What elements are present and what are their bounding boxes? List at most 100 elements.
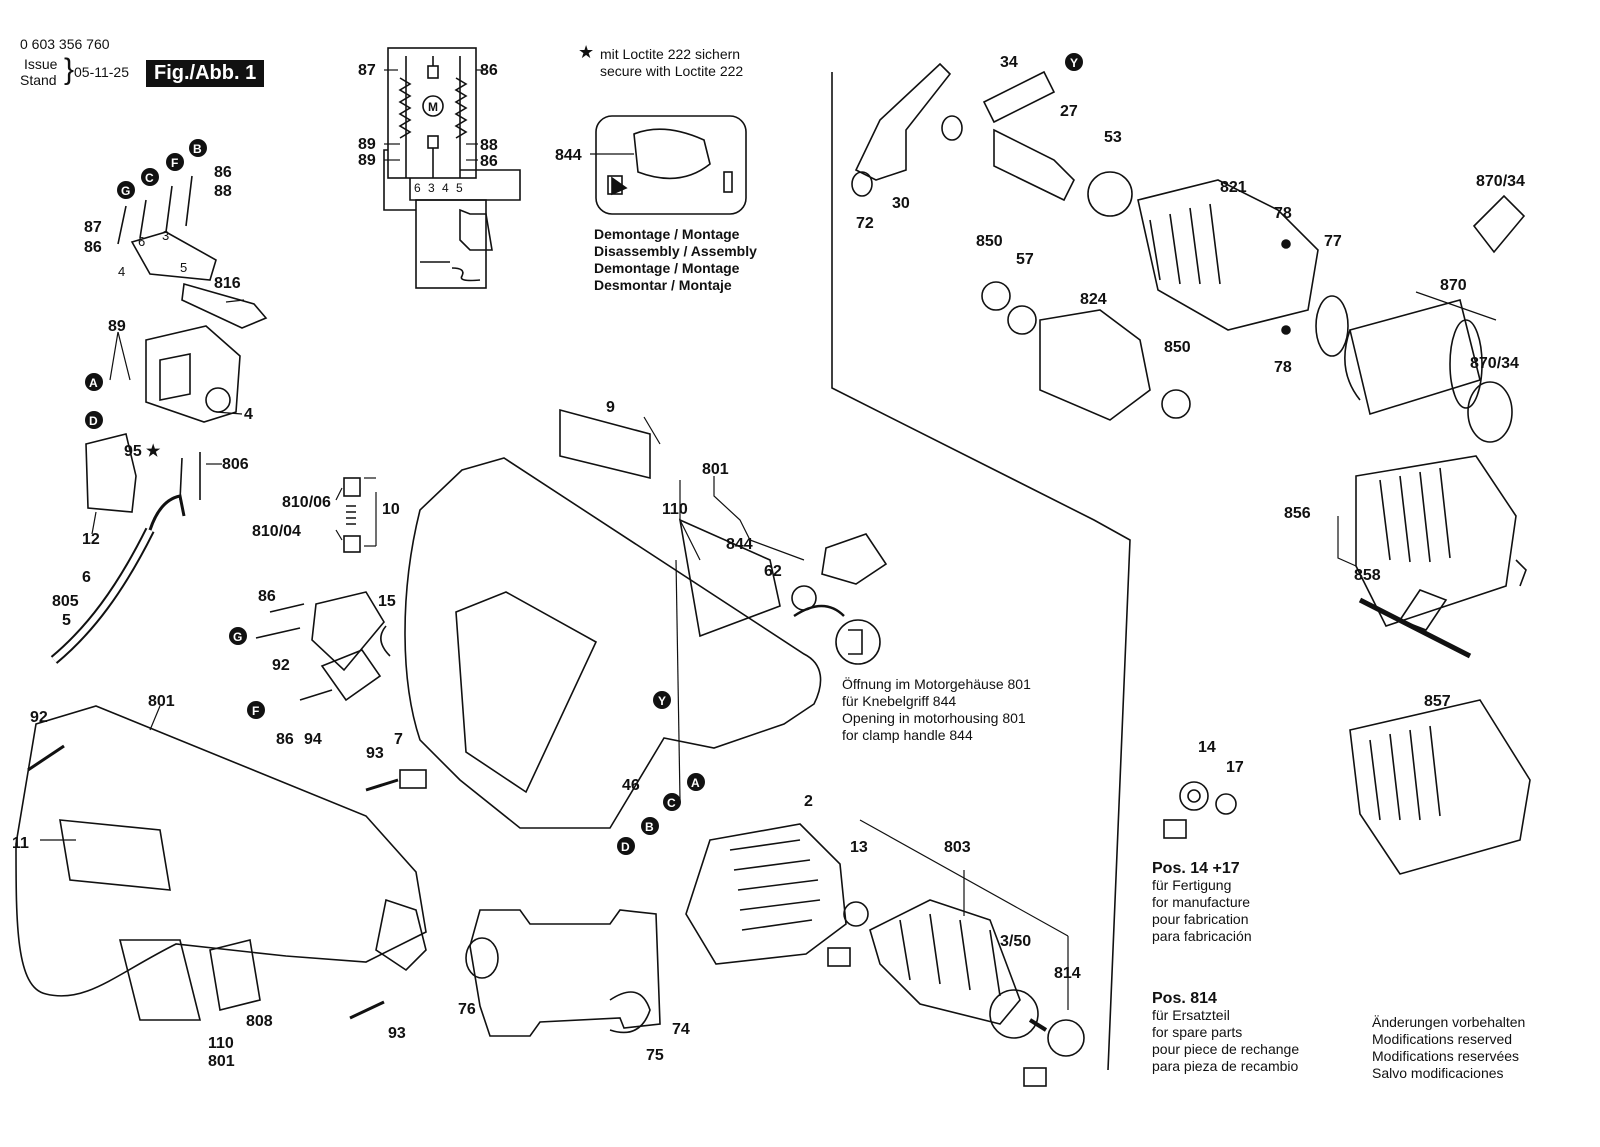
- svg-text:Y: Y: [1070, 56, 1078, 70]
- part-label: 93: [366, 745, 384, 762]
- part-label: 93: [388, 1025, 406, 1042]
- part-label: 62: [764, 563, 782, 580]
- part-label: 89: [358, 152, 376, 169]
- svg-text:G: G: [121, 184, 130, 198]
- part-label: 810/04: [252, 523, 301, 540]
- pos14-line: for manufacture: [1152, 894, 1251, 910]
- part-label: 86: [214, 164, 232, 181]
- part-label: 803: [944, 839, 971, 856]
- part-label: 6: [82, 569, 91, 586]
- assembly-note-line: Demontage / Montage: [594, 260, 740, 276]
- motor-label: M: [428, 100, 438, 114]
- part-label: 3: [162, 228, 169, 243]
- loctite-note-line1: mit Loctite 222 sichern: [600, 46, 741, 62]
- part-label: 7: [394, 731, 403, 748]
- part-label: 5: [180, 260, 187, 275]
- part-label: 95: [124, 443, 142, 460]
- part-label: 844: [726, 536, 753, 553]
- opening-note: Öffnung im Motorgehäuse 801 für Knebelgr…: [842, 676, 1031, 744]
- part-label: 4: [118, 264, 125, 279]
- opening-note-line: Opening in motorhousing 801: [842, 710, 1026, 726]
- svg-text:A: A: [89, 376, 98, 390]
- modifications-line: Salvo modificaciones: [1372, 1065, 1504, 1081]
- part-label: 72: [856, 215, 874, 232]
- part-label: 808: [246, 1013, 273, 1030]
- svg-text:C: C: [145, 171, 154, 185]
- main-housing: [404, 408, 822, 829]
- part-label: 3/50: [1000, 933, 1031, 950]
- part-label: 92: [272, 657, 290, 674]
- callout-Y: Y: [653, 691, 671, 709]
- pos814-line: pour piece de rechange: [1152, 1041, 1300, 1057]
- opening-note-line: Öffnung im Motorgehäuse 801: [842, 676, 1031, 692]
- svg-text:A: A: [691, 776, 700, 790]
- part-label: 870/34: [1476, 173, 1525, 190]
- part-label: 15: [378, 593, 396, 610]
- seal-gasket: [465, 909, 661, 1037]
- strain-relief-part: [85, 433, 137, 513]
- part-labels: 87 86 89 89 88 86 844 86 88 87 86 6 3 4 …: [12, 54, 1525, 1070]
- figure-label: Fig./Abb. 1: [146, 60, 265, 87]
- part-label: 76: [458, 1001, 476, 1018]
- clamp-handle: [791, 533, 888, 665]
- gearbox-parts: [851, 62, 1349, 421]
- callout-F2: F: [247, 701, 265, 719]
- switch-housing: [145, 325, 241, 423]
- pos14-title: Pos. 14 +17: [1152, 860, 1240, 877]
- part-label: 89: [108, 318, 126, 335]
- terminal-label: 4: [442, 181, 449, 195]
- chuck-870: [1344, 194, 1526, 443]
- svg-text:D: D: [89, 414, 98, 428]
- callout-G: G: [117, 181, 135, 199]
- part-label: 94: [304, 731, 322, 748]
- svg-text:C: C: [667, 796, 676, 810]
- svg-text:F: F: [252, 704, 259, 718]
- callout-F: F: [166, 153, 184, 171]
- svg-text:Y: Y: [658, 694, 666, 708]
- part-label: 110: [208, 1035, 234, 1052]
- part-label: 850: [976, 233, 1003, 250]
- part-label: 12: [82, 531, 100, 548]
- callout-A: A: [85, 373, 103, 391]
- issue-date: 05-11-25: [74, 64, 130, 80]
- stand-label: Stand: [20, 72, 57, 88]
- part-label: 14: [1198, 739, 1216, 756]
- svg-text:F: F: [171, 156, 178, 170]
- callout-D: D: [85, 411, 103, 429]
- part-label: 816: [214, 275, 241, 292]
- motor-symbol: [422, 95, 444, 117]
- loctite-note-line2: secure with Loctite 222: [600, 63, 744, 79]
- part-label: 77: [1324, 233, 1342, 250]
- part-label: 805: [52, 593, 79, 610]
- part-label: 86: [258, 588, 276, 605]
- part-label: 6: [138, 234, 145, 249]
- part-label: 2: [804, 793, 813, 810]
- modifications-line: Modifications reservées: [1372, 1048, 1520, 1064]
- callout-C2: C: [663, 793, 681, 811]
- pos814-line: para pieza de recambio: [1152, 1058, 1299, 1074]
- screw-93: [349, 778, 399, 1020]
- part-label: 92: [30, 709, 48, 726]
- wiring-frame: [387, 47, 477, 179]
- chuck-key-858: [1358, 589, 1472, 659]
- part-label: 870: [1440, 277, 1467, 294]
- part-label: 5: [62, 612, 71, 629]
- part-label: 806: [222, 456, 249, 473]
- part-label: 10: [382, 501, 400, 518]
- part-label: 4: [244, 406, 253, 423]
- part-label: 46: [622, 777, 640, 794]
- part-label: 13: [850, 839, 868, 856]
- part-label: 801: [208, 1053, 235, 1070]
- chuck-856: [1355, 455, 1527, 627]
- part-label: 850: [1164, 339, 1191, 356]
- part-label: 821: [1220, 179, 1247, 196]
- leader-lines: [40, 69, 1497, 1010]
- carbon-brush-assembly: [255, 477, 391, 702]
- assembly-note-line: Disassembly / Assembly: [594, 243, 757, 259]
- clamp-handle-detail: [595, 115, 747, 215]
- callout-G2: G: [229, 627, 247, 645]
- callout-B: B: [189, 139, 207, 157]
- part-label: 30: [892, 195, 910, 212]
- pos814-line: für Ersatzteil: [1152, 1007, 1230, 1023]
- callout-A2: A: [687, 773, 705, 791]
